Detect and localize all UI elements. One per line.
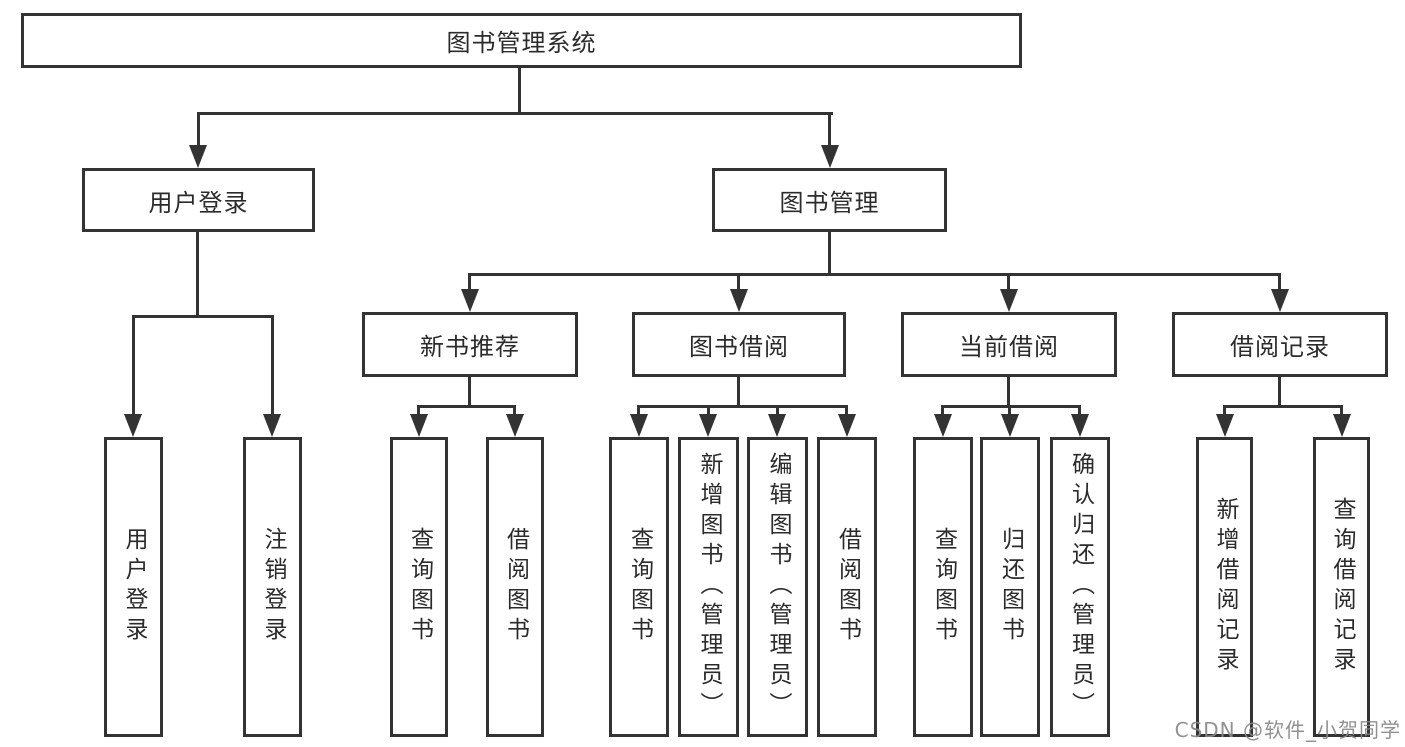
leaf-bb-borrow-books-label: 借阅图书 — [834, 527, 861, 647]
leaf-cb-return-books-label: 归还图书 — [997, 527, 1024, 647]
arrowhead-bb-edit-icon — [768, 414, 786, 437]
node-current-borrowing-label: 当前借阅 — [959, 333, 1059, 361]
arrowhead-bb-add-icon — [699, 414, 717, 437]
node-new-book-recommend-label: 新书推荐 — [420, 333, 520, 361]
leaf-bb-query-books: 查询图书 — [609, 437, 669, 737]
edge-br-stub — [1278, 377, 1281, 405]
node-book-borrowing-label: 图书借阅 — [689, 333, 789, 361]
edge-drop-bb-query — [637, 405, 640, 417]
edge-drop-leaf-logout — [271, 315, 274, 416]
node-borrow-records-label: 借阅记录 — [1230, 333, 1330, 361]
node-borrow-records: 借阅记录 — [1172, 312, 1388, 377]
leaf-br-add-borrow-record-label: 新增借阅记录 — [1212, 497, 1238, 677]
node-root: 图书管理系统 — [21, 13, 1022, 68]
arrowhead-new-book-recommend-icon — [461, 289, 479, 312]
arrowhead-cb-confirm-icon — [1071, 414, 1089, 437]
edge-drop-bb-add — [707, 405, 710, 417]
edge-user-login-stub — [196, 232, 199, 315]
leaf-logout-label: 注销登录 — [260, 527, 286, 647]
leaf-cb-return-books: 归还图书 — [980, 437, 1040, 737]
node-new-book-recommend: 新书推荐 — [362, 312, 578, 377]
leaf-bb-add-books-admin-label: 新增图书（管理员） — [696, 452, 722, 722]
leaf-cb-confirm-return-admin-label: 确认归还（管理员） — [1067, 452, 1094, 722]
edge-drop-nbr-query — [417, 405, 420, 417]
node-user-login: 用户登录 — [82, 168, 315, 232]
edge-drop-cb-return — [1008, 405, 1011, 417]
leaf-bb-edit-books-admin-label: 编辑图书（管理员） — [765, 452, 791, 722]
arrowhead-bb-query-icon — [630, 414, 648, 437]
leaf-nbr-query-books: 查询图书 — [390, 437, 448, 737]
edge-nbr-stub — [468, 377, 471, 405]
arrowhead-book-borrowing-icon — [730, 289, 748, 312]
arrowhead-leaf-logout-icon — [263, 414, 281, 437]
edge-drop-new-book-recommend — [468, 273, 471, 291]
edge-level3-hline — [468, 273, 1281, 276]
edge-drop-current-borrowing — [1007, 273, 1010, 291]
leaf-bb-edit-books-admin: 编辑图书（管理员） — [747, 437, 808, 737]
edge-user-login-hline — [132, 315, 274, 318]
leaf-cb-confirm-return-admin: 确认归还（管理员） — [1050, 437, 1110, 737]
leaf-bb-query-books-label: 查询图书 — [626, 527, 653, 647]
node-current-borrowing: 当前借阅 — [901, 312, 1117, 377]
leaf-bb-add-books-admin: 新增图书（管理员） — [678, 437, 739, 737]
leaf-br-add-borrow-record: 新增借阅记录 — [1196, 437, 1253, 737]
leaf-nbr-borrow-books-label: 借阅图书 — [502, 527, 529, 647]
arrowhead-user-login-icon — [189, 145, 207, 168]
edge-drop-bb-edit — [776, 405, 779, 417]
edge-drop-br-query — [1340, 405, 1343, 417]
arrowhead-br-add-icon — [1216, 414, 1234, 437]
leaf-cb-query-books-label: 查询图书 — [930, 527, 957, 647]
arrowhead-cb-return-icon — [1001, 414, 1019, 437]
arrowhead-book-mgmt-icon — [821, 145, 839, 168]
arrowhead-borrow-records-icon — [1271, 289, 1289, 312]
leaf-user-login: 用户登录 — [104, 437, 163, 737]
edge-nbr-hline — [417, 405, 516, 408]
edge-drop-br-add — [1223, 405, 1226, 417]
leaf-br-query-borrow-record: 查询借阅记录 — [1313, 437, 1370, 737]
edge-drop-bb-borrow — [845, 405, 848, 417]
edge-bb-hline — [637, 405, 848, 408]
leaf-nbr-borrow-books: 借阅图书 — [486, 437, 544, 737]
arrowhead-current-borrowing-icon — [1000, 289, 1018, 312]
leaf-bb-borrow-books: 借阅图书 — [817, 437, 877, 737]
edge-drop-cb-confirm — [1078, 405, 1081, 417]
edge-drop-nbr-borrow — [513, 405, 516, 417]
leaf-cb-query-books: 查询图书 — [913, 437, 973, 737]
arrowhead-nbr-query-icon — [410, 414, 428, 437]
arrowhead-bb-borrow-icon — [838, 414, 856, 437]
edge-root-hline — [197, 112, 833, 115]
node-book-borrowing: 图书借阅 — [632, 312, 846, 377]
edge-book-mgmt-stub — [828, 232, 831, 273]
arrowhead-br-query-icon — [1333, 414, 1351, 437]
node-book-management: 图书管理 — [712, 168, 947, 232]
arrowhead-nbr-borrow-icon — [506, 414, 524, 437]
arrowhead-leaf-user-login-icon — [124, 414, 142, 437]
leaf-logout: 注销登录 — [243, 437, 302, 737]
node-root-label: 图书管理系统 — [446, 29, 597, 57]
leaf-br-query-borrow-record-label: 查询借阅记录 — [1329, 497, 1355, 677]
edge-br-hline — [1223, 405, 1343, 408]
edge-drop-user-login — [197, 112, 200, 147]
node-user-login-label: 用户登录 — [148, 188, 249, 217]
edge-root-stub — [518, 68, 521, 112]
edge-drop-borrow-records — [1278, 273, 1281, 291]
edge-drop-book-borrowing — [737, 273, 740, 291]
edge-drop-cb-query — [941, 405, 944, 417]
node-book-management-label: 图书管理 — [779, 188, 880, 217]
csdn-watermark: CSDN @软件_小贺同学 — [1174, 718, 1401, 742]
leaf-user-login-label: 用户登录 — [121, 527, 147, 647]
edge-drop-book-mgmt — [828, 112, 831, 147]
leaf-nbr-query-books-label: 查询图书 — [406, 527, 433, 647]
edge-bb-stub — [737, 377, 740, 405]
arrowhead-cb-query-icon — [934, 414, 952, 437]
edge-drop-leaf-user-login — [132, 315, 135, 416]
edge-cb-stub — [1007, 377, 1010, 405]
